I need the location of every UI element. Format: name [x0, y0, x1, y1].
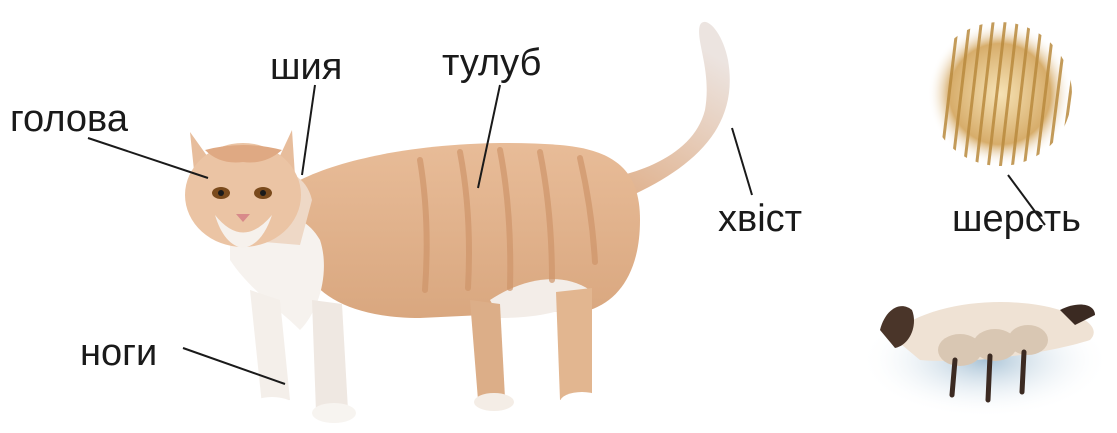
label-head: голова [10, 100, 128, 138]
label-tail: хвіст [718, 200, 802, 238]
pointer-line-neck [302, 85, 315, 175]
label-legs: ноги [80, 334, 157, 372]
fur-closeup-picture [928, 14, 1078, 170]
pointer-line-head [88, 138, 208, 178]
nursing-cat-picture [860, 302, 1110, 418]
label-body: тулуб [442, 44, 541, 82]
label-neck: шия [270, 48, 342, 86]
label-fur: шерсть [952, 200, 1081, 238]
pointer-line-tail [732, 128, 752, 195]
